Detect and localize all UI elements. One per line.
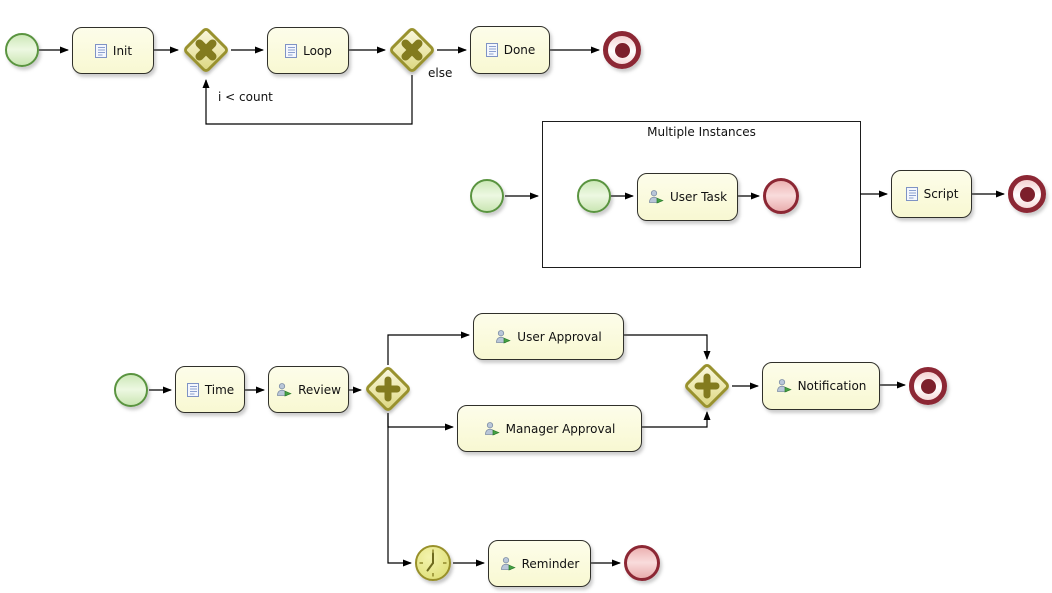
task-done: Done (470, 26, 550, 74)
user-icon (495, 329, 512, 345)
user-icon (484, 421, 501, 437)
x-cross-icon (401, 39, 423, 61)
task-label: User Task (669, 190, 728, 204)
task-user-task: User Task (637, 173, 738, 221)
start-event-top (5, 33, 39, 67)
end-event-subprocess (763, 178, 799, 214)
x-cross-icon (195, 39, 217, 61)
document-icon (186, 382, 200, 398)
task-label: Init (112, 43, 133, 58)
user-icon (276, 382, 293, 398)
else-branch-label: else (428, 66, 453, 80)
task-label: Script (923, 187, 959, 201)
task-label: User Approval (517, 329, 602, 344)
exclusive-gateway-split (181, 25, 231, 75)
end-event-reminder (624, 545, 660, 581)
end-event-multi-instance (1008, 175, 1046, 213)
user-icon (500, 556, 517, 572)
task-label: Loop (303, 43, 332, 58)
subprocess-title: Multiple Instances (647, 125, 756, 139)
end-event-top (603, 31, 641, 69)
task-notification: Notification (762, 362, 880, 410)
task-manager-approval: Manager Approval (457, 405, 642, 452)
task-script: Script (891, 170, 972, 218)
clock-icon (419, 549, 447, 577)
parallel-gateway-fork (363, 364, 413, 414)
timer-event (415, 545, 451, 581)
user-icon (776, 378, 793, 394)
plus-cross-icon (694, 373, 720, 399)
task-label: Time (204, 382, 235, 397)
end-event-approval (909, 367, 947, 405)
document-icon (905, 186, 919, 202)
task-label: Done (503, 43, 536, 57)
task-review: Review (268, 366, 349, 413)
task-label: Reminder (521, 556, 580, 571)
plus-cross-icon (375, 376, 401, 402)
user-icon (648, 189, 665, 205)
start-event-subprocess (577, 179, 611, 213)
start-event-multi-instance (470, 179, 504, 213)
task-label: Review (298, 382, 341, 397)
task-label: Manager Approval (505, 421, 616, 436)
parallel-gateway-join (682, 361, 732, 411)
loop-condition-label: i < count (218, 90, 273, 104)
document-icon (485, 42, 499, 58)
document-icon (94, 43, 108, 59)
task-loop: Loop (267, 27, 349, 74)
task-label: Notification (797, 379, 867, 393)
exclusive-gateway-merge (387, 25, 437, 75)
task-init: Init (72, 27, 154, 74)
task-reminder: Reminder (488, 540, 591, 587)
document-icon (284, 43, 298, 59)
task-time: Time (175, 366, 245, 413)
task-user-approval: User Approval (473, 313, 624, 360)
start-event-approval (114, 373, 148, 407)
